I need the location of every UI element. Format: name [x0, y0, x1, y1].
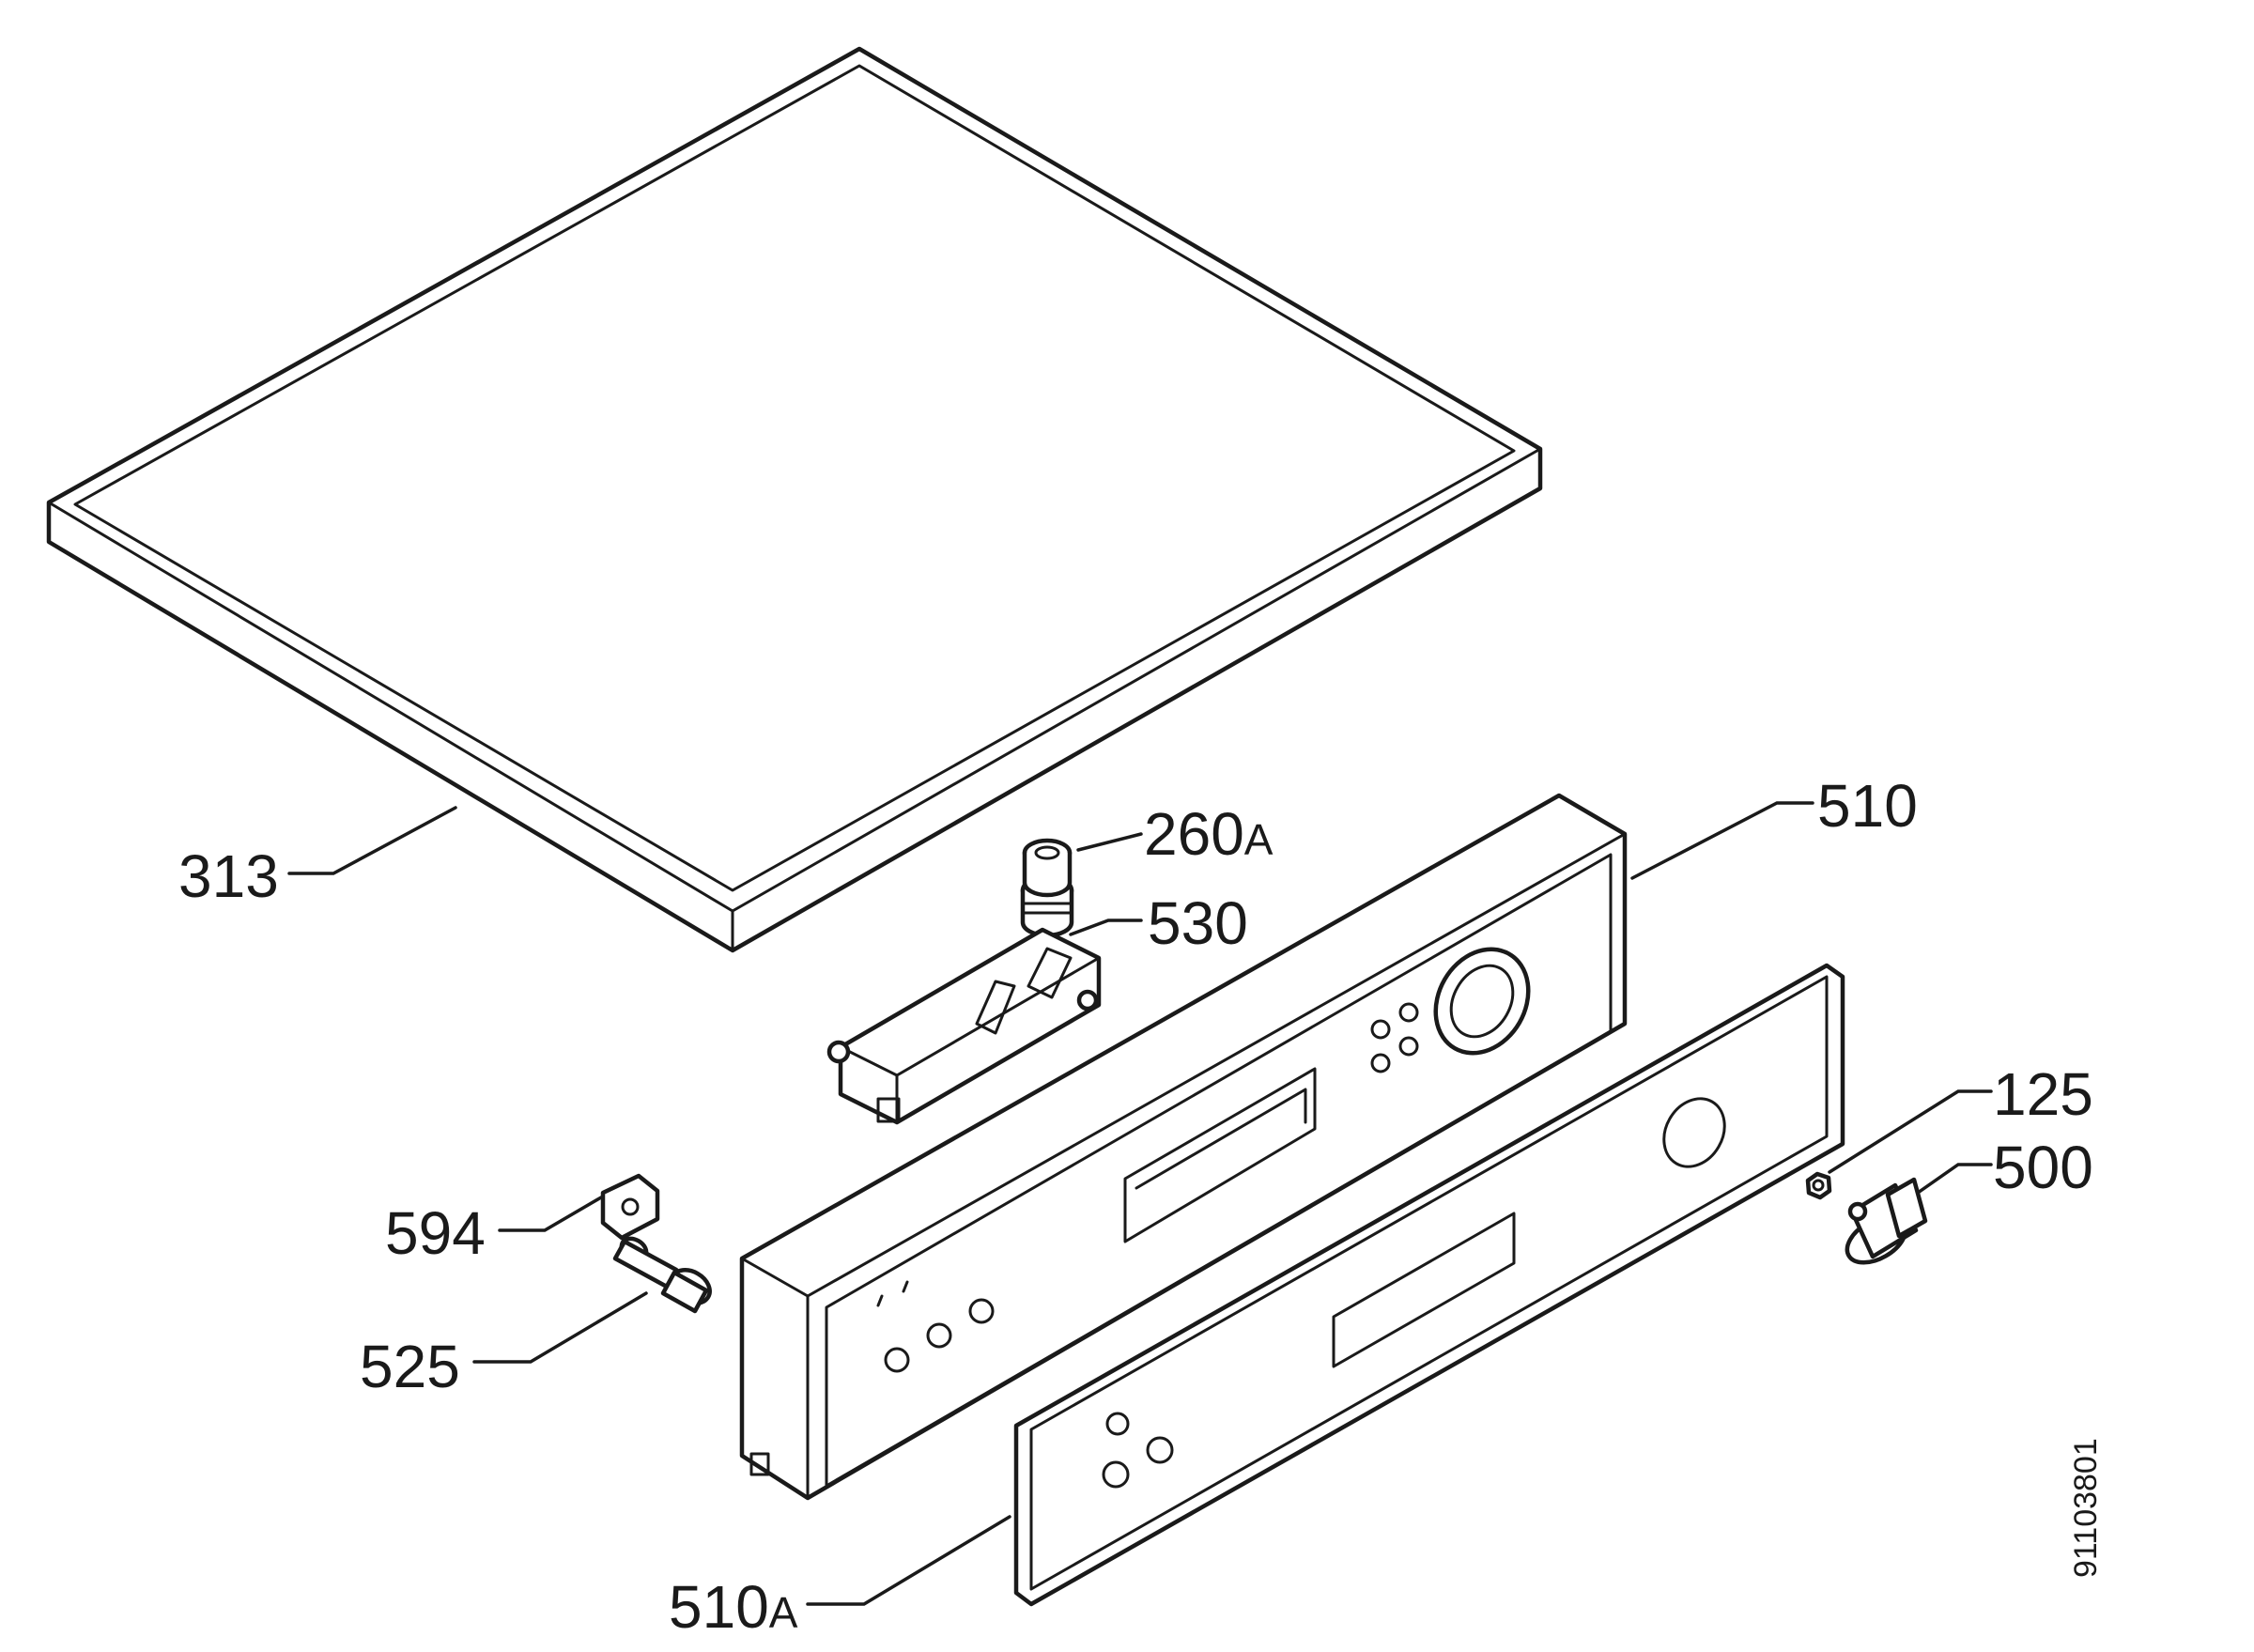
clip-594 [600, 1173, 660, 1241]
leader-594 [498, 1196, 603, 1232]
label-510a: 510A [669, 1573, 798, 1641]
label-260a-num: 260 [1144, 800, 1244, 868]
label-510a-suffix: A [769, 1588, 798, 1637]
leader-500 [1916, 1163, 1993, 1195]
leader-260a [1076, 832, 1143, 852]
knob-500 [1845, 1177, 1928, 1265]
label-313: 313 [178, 842, 279, 910]
leader-510a [806, 1515, 1011, 1606]
fascia-510a [1013, 963, 1845, 1607]
leader-125 [1828, 1089, 1993, 1174]
spindle-525 [612, 1236, 712, 1314]
nut-125 [1805, 1171, 1832, 1200]
label-510: 510 [1817, 772, 1918, 840]
leader-313 [287, 806, 457, 875]
control-panel-510 [739, 793, 1628, 1501]
label-125: 125 [1993, 1060, 2093, 1128]
label-500: 500 [1993, 1134, 2093, 1201]
leader-510 [1630, 801, 1814, 880]
leader-lines [287, 801, 1993, 1606]
label-530: 530 [1148, 889, 1248, 957]
leader-530 [1069, 919, 1143, 936]
label-594: 594 [385, 1199, 486, 1267]
label-510a-num: 510 [669, 1573, 769, 1641]
switch-housing-530 [826, 927, 1102, 1125]
bush-260a [1020, 838, 1074, 938]
label-260a-suffix: A [1244, 815, 1274, 864]
label-525: 525 [360, 1333, 460, 1400]
leader-525 [472, 1291, 648, 1364]
document-id: 91103801 [2068, 1438, 2104, 1578]
label-260a: 260A [1144, 800, 1274, 868]
worktop-313 [46, 46, 1543, 953]
